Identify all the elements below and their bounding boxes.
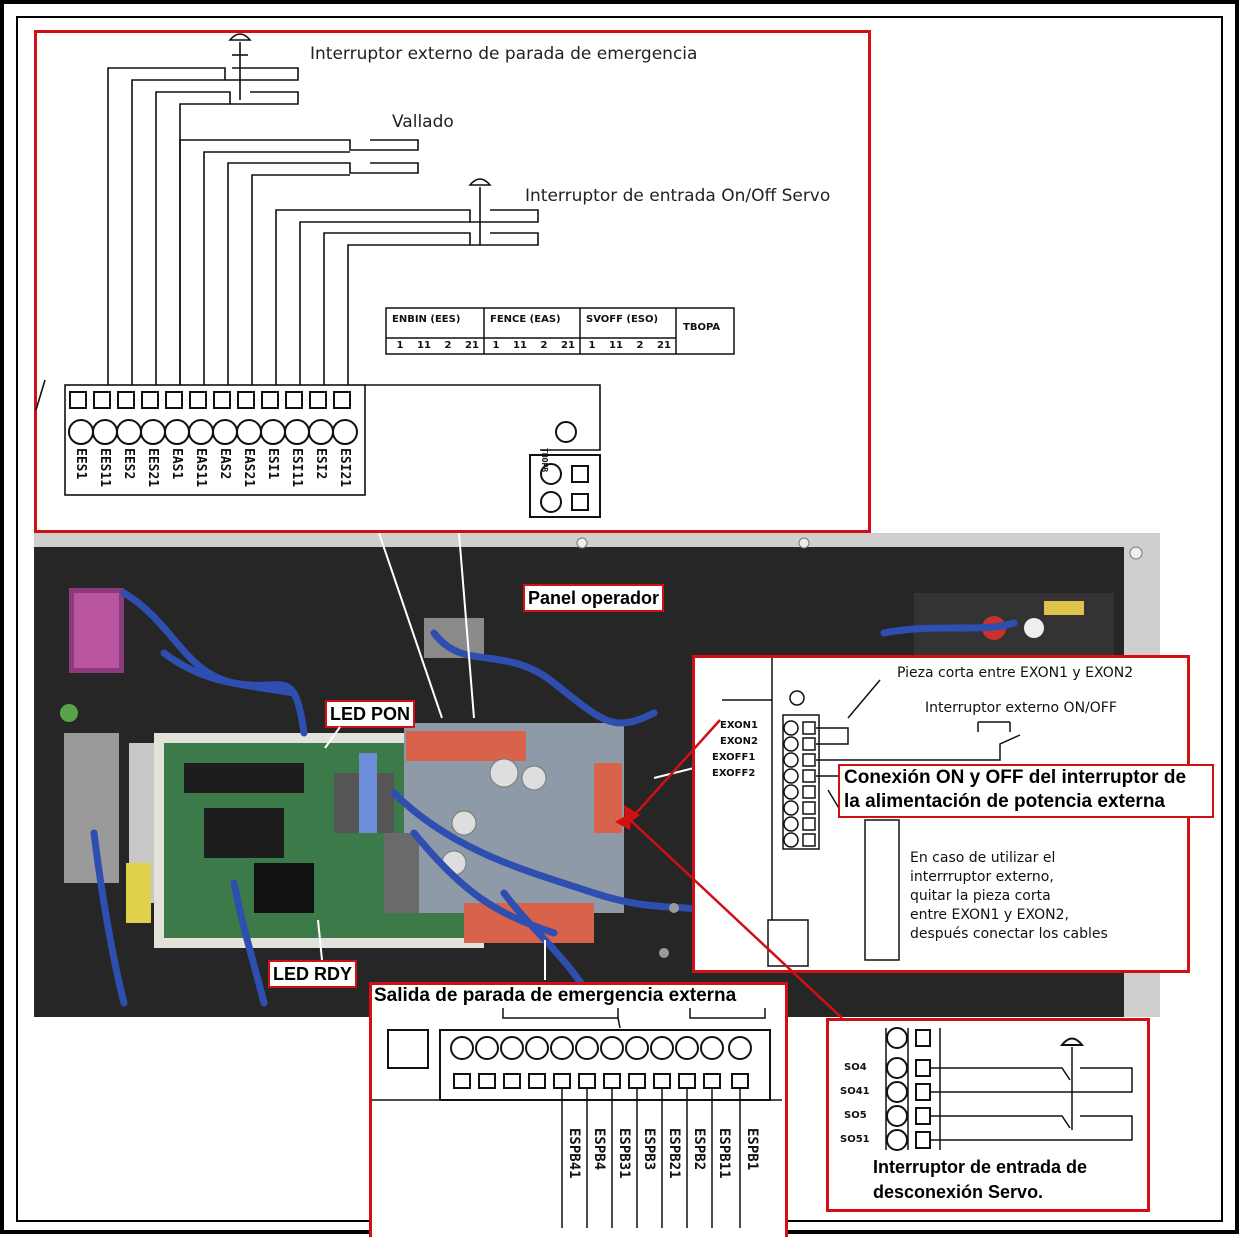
table-group-svoff: SVOFF (ESO)	[586, 314, 659, 325]
panel-operador-label: Panel operador	[523, 584, 665, 612]
espb-terminal-label: ESPB11	[716, 1128, 732, 1179]
fence-label: Vallado	[392, 112, 454, 132]
terminal-label: EAS11	[193, 448, 208, 488]
terminal-label: EAS21	[241, 448, 256, 488]
short-piece-label: Pieza corta entre EXON1 y EXON2	[897, 665, 1134, 681]
note-line: después conectar los cables	[910, 926, 1108, 942]
small-connector-label: TBOPB	[540, 448, 549, 473]
terminal-screws	[68, 391, 601, 518]
table-pin: 21	[657, 340, 671, 351]
external-switch-label: Interruptor externo ON/OFF	[925, 700, 1117, 716]
table-connector-label: TBOPA	[683, 322, 721, 333]
espb-terminal-label: ESPB2	[691, 1128, 707, 1171]
servo-pin-so5: SO5	[844, 1110, 867, 1121]
espb-terminal-label: ESPB4	[591, 1128, 607, 1171]
connection-title-line-2: la alimentación de potencia externa	[844, 791, 1165, 812]
terminal-label: ESI11	[289, 448, 304, 488]
emergency-output-title: Salida de parada de emergencia externa	[374, 985, 737, 1006]
table-pin: 21	[465, 340, 479, 351]
servo-title-line-1: Interruptor de entrada de	[873, 1157, 1088, 1177]
servo-pin-so51: SO51	[840, 1134, 870, 1145]
pin-exon2: EXON2	[720, 736, 759, 747]
terminal-label: EES11	[97, 448, 112, 488]
table-pin: 11	[513, 340, 527, 351]
terminal-label: EES2	[121, 448, 136, 480]
terminal-label: EES1	[73, 448, 88, 480]
note-line: En caso de utilizar el	[910, 850, 1056, 866]
table-pin: 1	[492, 340, 500, 351]
pin-exoff2: EXOFF2	[712, 768, 756, 779]
led-rdy-label: LED RDY	[268, 960, 358, 988]
table-pin: 1	[588, 340, 596, 351]
espb-terminal-label: ESPB3	[641, 1128, 657, 1171]
terminal-label: EAS2	[217, 448, 232, 480]
connection-callout	[838, 764, 1214, 818]
espb-terminal-label: ESPB31	[616, 1128, 632, 1179]
table-pin: 11	[417, 340, 431, 351]
pin-exoff1: EXOFF1	[712, 752, 756, 763]
servo-pin-so41: SO41	[840, 1086, 870, 1097]
espb-terminal-label: ESPB1	[744, 1128, 760, 1171]
servo-pin-so4: SO4	[844, 1062, 867, 1073]
table-pin: 11	[609, 340, 623, 351]
emergency-output-panel	[369, 982, 788, 1237]
note-line: interrruptor externo,	[910, 869, 1054, 885]
table-group-enbin: ENBIN (EES)	[392, 314, 461, 325]
led-pon-label: LED PON	[325, 700, 416, 728]
pin-exon1: EXON1	[720, 720, 759, 731]
note-line: entre EXON1 y EXON2,	[910, 907, 1070, 923]
terminal-label: ESI21	[337, 448, 352, 488]
table-pin: 2	[540, 340, 548, 351]
espb-terminal-label: ESPB41	[566, 1128, 582, 1179]
table-pin: 1	[396, 340, 404, 351]
servo-disconnect-panel	[826, 1018, 1150, 1212]
servo-title-line-2: desconexión Servo.	[873, 1182, 1044, 1202]
terminal-label: ESI1	[265, 448, 280, 480]
terminal-label: EES21	[145, 448, 160, 488]
note-line: quitar la pieza corta	[910, 888, 1051, 904]
connection-title-line-1: Conexión ON y OFF del interruptor de	[844, 767, 1187, 788]
servo-switch-label: Interruptor de entrada On/Off Servo	[525, 186, 831, 206]
table-pin: 2	[444, 340, 452, 351]
table-pin-row: 1 11 2 21 1 11 2 21 1 11 2 21	[388, 340, 676, 351]
espb-terminal-label: ESPB21	[666, 1128, 682, 1179]
terminal-label: ESI2	[313, 448, 328, 480]
table-pin: 21	[561, 340, 575, 351]
table-group-fence: FENCE (EAS)	[490, 314, 561, 325]
terminal-label: EAS1	[169, 448, 184, 480]
emergency-switch-label: Interruptor externo de parada de emergen…	[310, 44, 698, 64]
table-pin: 2	[636, 340, 644, 351]
